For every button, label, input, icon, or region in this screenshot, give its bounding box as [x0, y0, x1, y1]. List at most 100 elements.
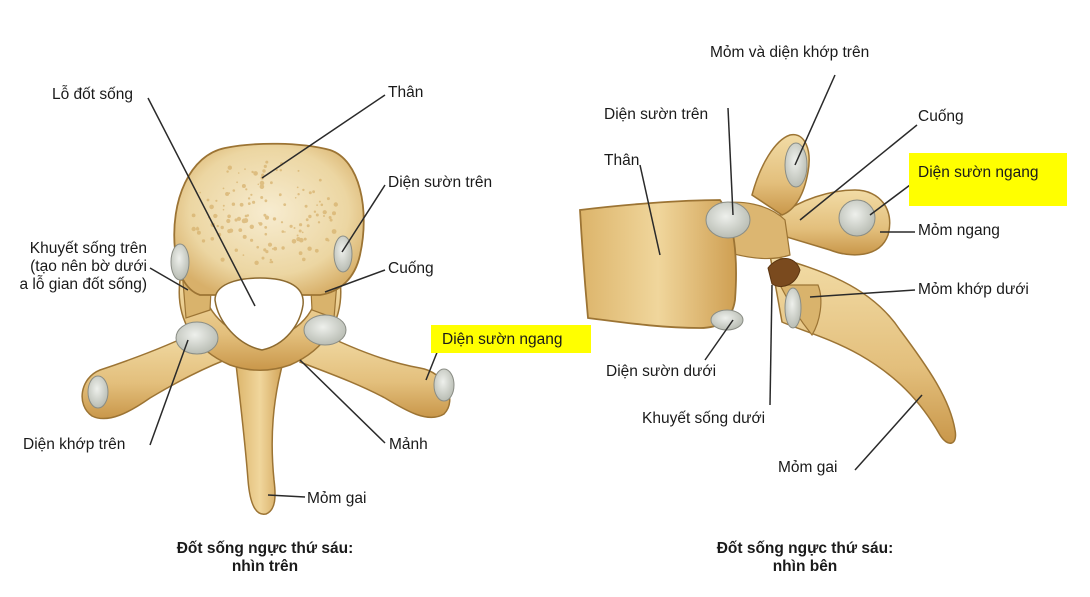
spongy-dot	[279, 169, 282, 172]
caption-side-view-line2: nhìn bên	[772, 558, 838, 575]
spongy-dot	[270, 181, 273, 185]
spongy-dot	[213, 214, 217, 218]
side-view-leader-lines	[639, 74, 923, 471]
vertebral-body	[173, 142, 365, 296]
spongy-dot	[231, 202, 236, 206]
side-inferior-costal-facet	[710, 309, 744, 331]
spongy-dot	[260, 196, 264, 199]
spongy-dot	[331, 229, 337, 234]
spongy-dot	[236, 181, 239, 184]
spongy-dot	[239, 202, 244, 207]
spongy-dot	[257, 183, 260, 186]
label-superior-articular-process: Mỏm và diện khớp trên	[710, 44, 870, 61]
spongy-dot	[222, 204, 225, 207]
spongy-dot	[298, 229, 302, 233]
spongy-dot	[269, 258, 272, 261]
spongy-dot	[283, 203, 287, 207]
spongy-dot	[254, 260, 259, 265]
spongy-dot	[302, 188, 305, 192]
spongy-dot	[225, 192, 230, 196]
spongy-dot	[326, 197, 330, 201]
label-transverse-costal-facet: Diện sườn ngang	[442, 331, 563, 348]
spongy-dot	[307, 246, 312, 251]
spongy-dot	[250, 238, 254, 242]
side-superior-costal-facet	[705, 201, 751, 239]
spongy-dot	[324, 211, 327, 214]
spongy-dot	[291, 239, 297, 244]
label-vertebral-foramen: Lỗ đốt sống	[52, 86, 134, 103]
spongy-dot	[296, 234, 299, 237]
spongy-dot	[191, 226, 196, 232]
label-side-spinous-process: Mỏm gai	[778, 459, 838, 476]
spongy-dot	[289, 224, 293, 228]
spongy-dot	[227, 214, 231, 219]
spongy-dot	[222, 187, 225, 190]
spongy-dot	[299, 223, 303, 227]
spongy-dot	[249, 224, 254, 229]
spongy-dot	[263, 213, 267, 217]
spongy-dot	[244, 214, 248, 218]
spongy-dot	[227, 229, 232, 234]
spongy-dot	[305, 218, 309, 222]
spongy-dot	[280, 221, 284, 224]
caption-side-view-line1: Đốt sống ngực thứ sáu:	[716, 540, 894, 557]
label-body: Thân	[388, 84, 424, 101]
left-superior-costal-facet	[170, 243, 190, 281]
spongy-dot	[228, 192, 231, 195]
spongy-dot	[247, 197, 251, 200]
spongy-dot	[251, 170, 254, 174]
spongy-dot	[304, 204, 308, 208]
spongy-dot	[242, 234, 247, 239]
top-view-vertebra	[81, 142, 455, 515]
right-superior-costal-facet	[333, 235, 353, 273]
spongy-dot	[216, 224, 219, 228]
spongy-dot	[209, 204, 214, 210]
spongy-dot	[318, 200, 321, 203]
label-side-pedicle: Cuống	[918, 108, 964, 125]
spongy-dot	[296, 186, 299, 189]
spongy-dot	[308, 214, 312, 219]
spongy-dot	[315, 213, 319, 217]
spongy-dot	[250, 193, 253, 196]
spinous-process	[234, 354, 286, 515]
spongy-dot	[308, 191, 312, 195]
spongy-dot	[227, 165, 232, 170]
spongy-dot	[302, 257, 306, 262]
spongy-dot	[261, 173, 265, 177]
spongy-dot	[264, 215, 270, 220]
spongy-dot	[281, 230, 285, 233]
label-spinous-process: Mỏm gai	[307, 490, 367, 507]
highlight-transverse-costal-facet-top	[431, 325, 591, 353]
spongy-dot	[263, 164, 267, 168]
spongy-dot	[206, 198, 210, 202]
spongy-dot	[196, 230, 201, 235]
spongy-dot	[244, 168, 246, 171]
spongy-dot	[261, 256, 265, 260]
spongy-dot	[220, 225, 224, 230]
spongy-dot	[215, 199, 218, 202]
spongy-dot	[199, 191, 201, 194]
spongy-dot	[232, 189, 236, 192]
label-pedicle: Cuống	[388, 260, 434, 277]
spongy-dot	[294, 197, 297, 199]
label-lamina: Mảnh	[389, 436, 428, 453]
spongy-dot	[234, 248, 238, 252]
spongy-dot	[253, 171, 258, 176]
side-inferior-articular-facet	[784, 287, 802, 329]
spongy-dot	[323, 215, 325, 217]
spongy-dot	[293, 227, 296, 229]
caption-side-view: Đốt sống ngực thứ sáu: nhìn bên	[680, 540, 930, 576]
highlight-transverse-costal-facet-side	[909, 153, 1067, 206]
label-superior-costal-facet: Diện sườn trên	[388, 174, 493, 191]
spongy-dot	[201, 239, 206, 243]
spongy-dot	[328, 216, 332, 219]
side-transverse-costal-facet	[838, 199, 876, 237]
label-side-body: Thân	[604, 152, 640, 169]
spongy-dot	[247, 202, 251, 206]
spongy-dot	[281, 246, 285, 250]
side-view-vertebra	[579, 134, 957, 444]
spongy-dot	[226, 170, 229, 173]
spongy-dot	[222, 208, 225, 211]
spongy-dot	[278, 193, 282, 197]
